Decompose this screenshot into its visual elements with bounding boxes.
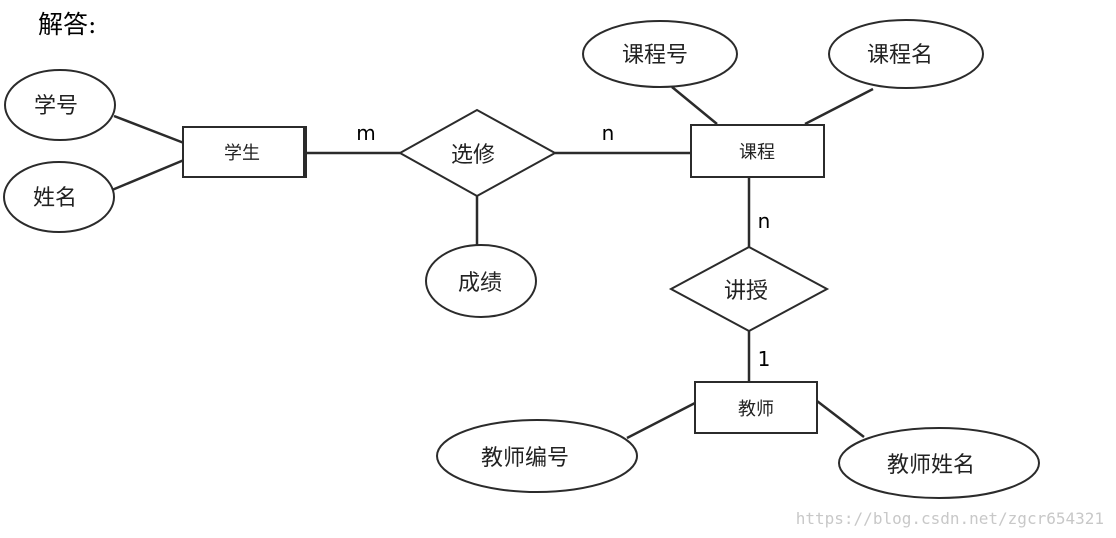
cardinality-elective-course: n xyxy=(602,121,615,145)
attribute-grade xyxy=(425,244,537,318)
attribute-studentid xyxy=(4,69,116,141)
relationship-elective xyxy=(397,108,558,198)
relationship-elective-label: 选修 xyxy=(451,143,495,168)
attribute-courseid-label: 课程号 xyxy=(622,43,688,68)
relationship-teach-label: 讲授 xyxy=(724,279,768,304)
cardinality-course-teach: n xyxy=(758,209,771,233)
line-coursename-course xyxy=(804,87,874,126)
entity-teacher xyxy=(694,381,818,434)
relationship-teach xyxy=(668,245,830,333)
attribute-studentname-label: 姓名 xyxy=(33,186,77,211)
cardinality-teach-teacher: 1 xyxy=(758,347,771,371)
attribute-teacherid-label: 教师编号 xyxy=(481,446,569,471)
entity-student-label: 学生 xyxy=(224,143,260,164)
attribute-coursename xyxy=(828,19,984,89)
attribute-grade-label: 成绩 xyxy=(458,271,502,296)
watermark-url: https://blog.csdn.net/zgcr654321 xyxy=(796,509,1104,528)
entity-course-label: 课程 xyxy=(739,142,775,163)
entity-course xyxy=(690,124,825,178)
attribute-courseid xyxy=(582,20,738,88)
attribute-teacherid xyxy=(436,419,638,493)
line-courseid-course xyxy=(671,86,718,125)
attribute-teachername-label: 教师姓名 xyxy=(887,453,975,478)
answer-heading: 解答: xyxy=(38,10,96,39)
attribute-teachername xyxy=(838,427,1040,499)
connector-lines xyxy=(111,86,874,440)
line-studentid-student xyxy=(113,114,185,145)
attribute-studentid-label: 学号 xyxy=(34,94,78,119)
attribute-coursename-label: 课程名 xyxy=(867,43,933,68)
cardinality-student-elective: m xyxy=(356,121,375,145)
entity-teacher-label: 教师 xyxy=(738,399,774,420)
entity-student xyxy=(182,126,307,178)
attribute-studentname xyxy=(3,161,115,233)
line-teacherid-teacher xyxy=(626,401,696,440)
line-studentname-student xyxy=(111,158,185,192)
line-teachername-teacher xyxy=(816,400,865,438)
